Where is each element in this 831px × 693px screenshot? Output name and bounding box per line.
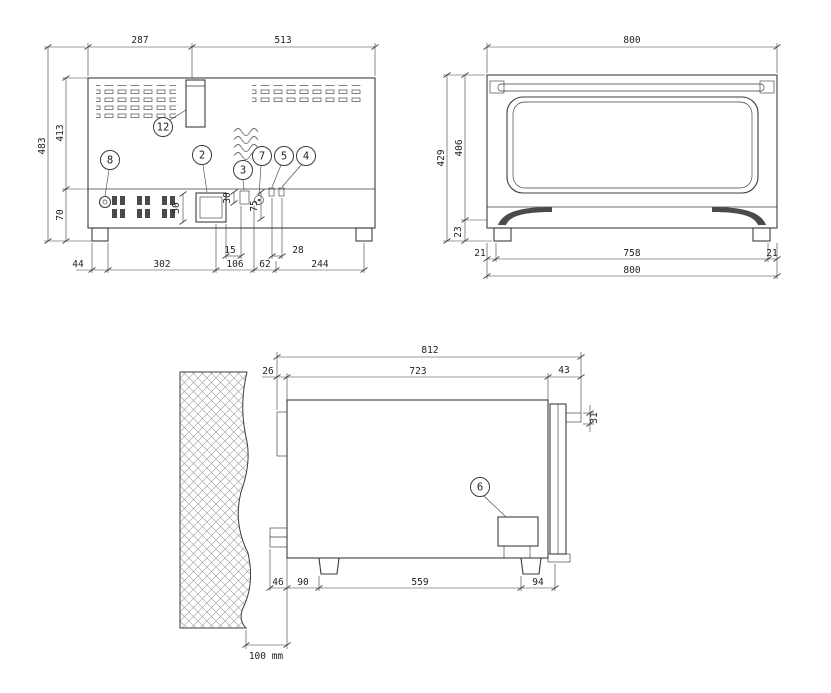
front-dim-lines bbox=[443, 43, 781, 279]
chimney-component bbox=[185, 79, 206, 128]
vent-grille-left bbox=[96, 85, 176, 118]
handle-mount-right bbox=[759, 80, 775, 94]
front-foot-left bbox=[493, 227, 512, 242]
dim-106: 106 bbox=[226, 259, 243, 270]
door-glass-outer bbox=[506, 96, 759, 194]
dim-31: 31 bbox=[589, 412, 600, 424]
callout-12-label: 12 bbox=[157, 122, 170, 134]
rear-dimensions: 287 513 483 413 70 50 30 75 15 28 44 302… bbox=[37, 35, 379, 273]
side-view: 6 bbox=[179, 345, 600, 662]
dim-244: 244 bbox=[311, 259, 328, 270]
rear-foot-right bbox=[355, 227, 373, 242]
vent-grille-right bbox=[252, 85, 362, 105]
callout-8: 8 bbox=[100, 150, 120, 197]
component-2-box bbox=[195, 192, 227, 223]
callout-2: 2 bbox=[192, 145, 212, 193]
component-7-bushing bbox=[254, 195, 264, 205]
rear-view: 12 8 2 3 7 bbox=[37, 35, 379, 273]
wall-hatch bbox=[179, 371, 252, 629]
door-handle-side bbox=[565, 412, 582, 423]
dim-21-left: 21 bbox=[474, 248, 486, 259]
base-vent-right bbox=[712, 207, 766, 225]
callout-6: 6 bbox=[470, 477, 507, 518]
handle-mount-left bbox=[489, 80, 505, 94]
dim-26: 26 bbox=[262, 366, 274, 377]
dim-44: 44 bbox=[72, 259, 84, 270]
dim-100mm: 100 mm bbox=[249, 651, 284, 662]
dim-559: 559 bbox=[411, 577, 428, 588]
terminal-blocks bbox=[112, 196, 175, 218]
side-outline bbox=[269, 399, 582, 575]
dim-302: 302 bbox=[153, 259, 170, 270]
component-6-sub bbox=[503, 545, 531, 559]
dim-28: 28 bbox=[292, 245, 304, 256]
rear-foot-left bbox=[91, 227, 109, 242]
callout-3-label: 3 bbox=[240, 165, 246, 177]
rear-dim-lines bbox=[44, 43, 379, 273]
door-bottom-bracket bbox=[547, 553, 571, 563]
dim-23: 23 bbox=[453, 226, 464, 237]
component-4-fitting bbox=[278, 187, 285, 197]
dim-75: 75 bbox=[249, 200, 260, 211]
dim-758: 758 bbox=[623, 248, 640, 259]
back-connector bbox=[269, 527, 288, 548]
dim-21-right: 21 bbox=[766, 248, 778, 259]
side-foot-left bbox=[318, 557, 340, 575]
dim-413: 413 bbox=[55, 124, 66, 141]
dim-15: 15 bbox=[224, 245, 235, 256]
dim-406: 406 bbox=[454, 139, 465, 156]
rear-callouts: 12 8 2 3 7 bbox=[100, 109, 316, 197]
dim-800-bottom: 800 bbox=[623, 265, 640, 276]
component-3-fitting bbox=[239, 190, 250, 205]
dim-43: 43 bbox=[558, 365, 569, 376]
callout-2-label: 2 bbox=[199, 150, 205, 162]
side-foot-right bbox=[520, 557, 542, 575]
dim-70: 70 bbox=[55, 209, 66, 221]
callout-7: 7 bbox=[252, 146, 272, 196]
callout-6-label: 6 bbox=[477, 482, 483, 494]
callout-4: 4 bbox=[281, 146, 316, 188]
front-dimensions: 800 429 406 23 21 758 21 800 bbox=[436, 35, 781, 279]
base-vent-left bbox=[498, 207, 552, 225]
side-dim-lines bbox=[242, 352, 594, 649]
component-6-box bbox=[497, 516, 539, 547]
dim-800-top: 800 bbox=[623, 35, 640, 46]
side-dimensions: 812 26 723 43 31 46 90 559 94 100 mm bbox=[242, 345, 600, 662]
callout-3: 3 bbox=[233, 160, 253, 191]
front-foot-right bbox=[752, 227, 771, 242]
front-outline bbox=[486, 74, 778, 242]
dim-90: 90 bbox=[297, 577, 309, 588]
dim-429: 429 bbox=[436, 149, 447, 166]
dim-94: 94 bbox=[532, 577, 544, 588]
dim-50: 50 bbox=[171, 202, 182, 214]
callout-7-label: 7 bbox=[259, 151, 265, 163]
dim-483: 483 bbox=[37, 137, 48, 154]
power-connector bbox=[98, 195, 112, 209]
coil-symbol bbox=[233, 128, 259, 160]
dim-812: 812 bbox=[421, 345, 438, 356]
dim-513: 513 bbox=[274, 35, 291, 46]
callout-12: 12 bbox=[153, 109, 187, 137]
callout-5: 5 bbox=[271, 146, 294, 188]
dim-287: 287 bbox=[131, 35, 148, 46]
dim-30: 30 bbox=[222, 192, 233, 204]
component-5-fitting bbox=[268, 187, 275, 197]
dim-723: 723 bbox=[409, 366, 426, 377]
door-handle bbox=[497, 83, 765, 92]
rear-vent-grilles bbox=[96, 85, 362, 160]
dim-62: 62 bbox=[259, 259, 270, 270]
callout-5-label: 5 bbox=[281, 151, 287, 163]
callout-8-label: 8 bbox=[107, 155, 113, 167]
front-view: 800 429 406 23 21 758 21 800 bbox=[436, 35, 781, 279]
door-glass-inner bbox=[512, 101, 753, 189]
rear-outline bbox=[87, 77, 376, 242]
back-spacer bbox=[276, 411, 288, 457]
callout-4-label: 4 bbox=[303, 151, 309, 163]
dim-46: 46 bbox=[272, 577, 284, 588]
